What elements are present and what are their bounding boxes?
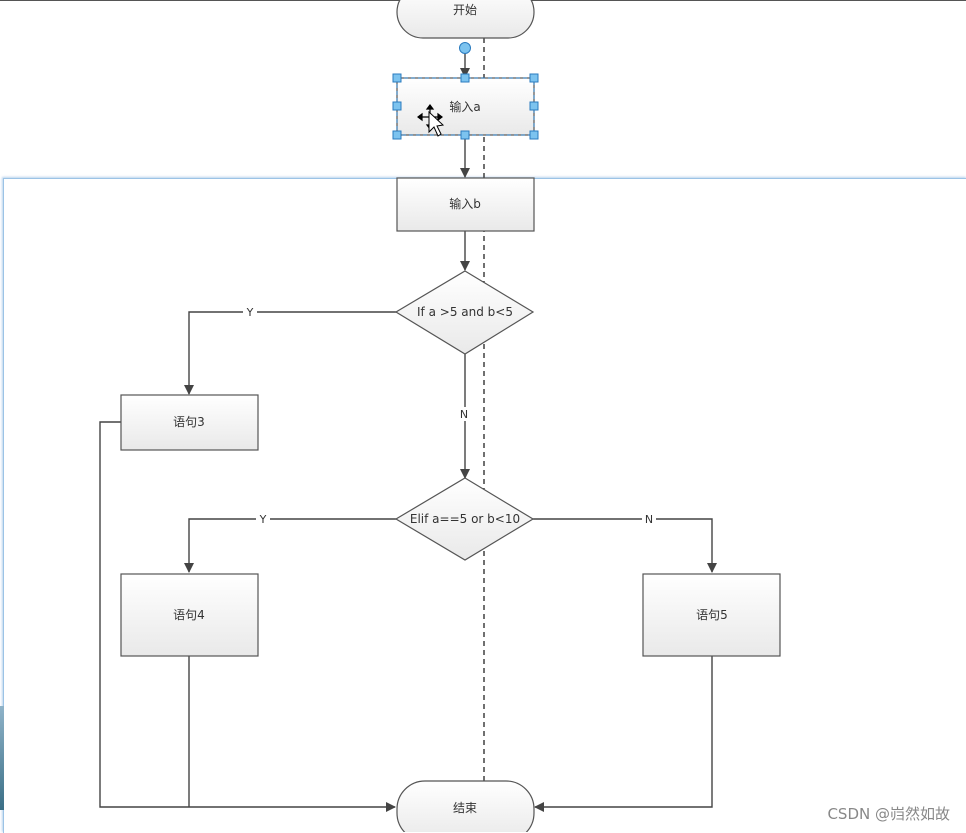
side-strip bbox=[0, 706, 4, 810]
node-stmt4[interactable]: 语句4 bbox=[120, 573, 259, 657]
node-input-b-label: 输入b bbox=[449, 196, 481, 211]
node-stmt5-label: 语句5 bbox=[696, 608, 728, 622]
edge-label-d2-yes: Y bbox=[259, 513, 267, 526]
node-decision2-label: Elif a==5 or b<10 bbox=[410, 512, 520, 526]
node-decision1[interactable]: If a >5 and b<5 bbox=[394, 270, 535, 355]
node-input-b[interactable]: 输入b bbox=[396, 177, 535, 232]
node-stmt5[interactable]: 语句5 bbox=[642, 573, 781, 657]
node-decision1-label: If a >5 and b<5 bbox=[417, 305, 513, 319]
resize-handle-sw bbox=[392, 130, 402, 140]
node-start-label: 开始 bbox=[453, 3, 477, 17]
selection-handles[interactable] bbox=[392, 42, 539, 140]
edge-label-d2-no: N bbox=[645, 513, 653, 526]
edge-stmt3-end bbox=[99, 421, 396, 812]
node-stmt3[interactable]: 语句3 bbox=[120, 394, 259, 451]
connection-point-handle bbox=[459, 42, 471, 54]
node-input-a-label: 输入a bbox=[449, 99, 480, 114]
connectors bbox=[99, 48, 717, 812]
resize-handle-nw bbox=[392, 73, 402, 83]
edge-decision1-yes bbox=[184, 311, 396, 395]
edge-label-d1-yes: Y bbox=[246, 306, 254, 319]
watermark: CSDN @岿然如故 bbox=[827, 805, 950, 823]
resize-handle-se bbox=[529, 130, 539, 140]
resize-handle-n bbox=[460, 73, 470, 83]
node-start[interactable]: 开始 bbox=[396, 0, 535, 39]
node-input-a[interactable]: 输入a bbox=[396, 77, 535, 136]
node-decision2[interactable]: Elif a==5 or b<10 bbox=[394, 477, 535, 561]
node-end[interactable]: 结束 bbox=[396, 780, 535, 832]
node-end-label: 结束 bbox=[453, 801, 477, 815]
resize-handle-s bbox=[460, 130, 470, 140]
edge-label-d1-no: N bbox=[460, 408, 468, 421]
resize-handle-ne bbox=[529, 73, 539, 83]
edge-decision2-yes bbox=[184, 518, 396, 573]
edge-decision2-no bbox=[533, 518, 717, 573]
move-cursor-icon bbox=[417, 104, 445, 137]
node-stmt3-label: 语句3 bbox=[173, 415, 205, 429]
node-stmt4-label: 语句4 bbox=[173, 608, 205, 622]
edge-stmt5-end bbox=[534, 656, 713, 812]
resize-handle-w bbox=[392, 101, 402, 111]
resize-handle-e bbox=[529, 101, 539, 111]
